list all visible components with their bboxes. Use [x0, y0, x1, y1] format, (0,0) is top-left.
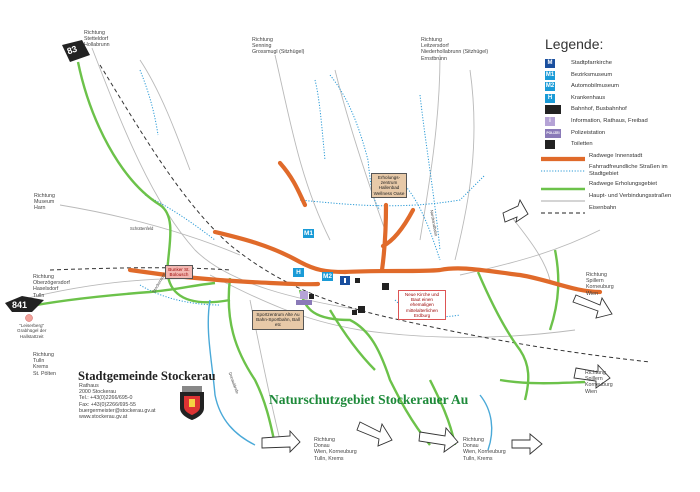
- legend-item: Toiletten: [541, 139, 691, 151]
- nature-reserve-title: Naturschutzgebiet Stockerauer Au: [269, 392, 469, 407]
- erholung-box: Erholungs- zentrum Hallenbad Wellness Oa…: [371, 173, 407, 198]
- direction-bottom-right: Richtung Donau Wien, Korneuburg Tulln, K…: [463, 437, 506, 462]
- direction-left-lower: Richtung Tulln Krems St. Pölten: [33, 352, 56, 377]
- legend-badge-icon: M1: [545, 70, 555, 80]
- legend-label: Polizeistation: [571, 129, 606, 136]
- legend-label: Radwege Innenstadt: [589, 152, 643, 159]
- info-icon: [300, 291, 308, 299]
- toilet-icon-3: [355, 278, 360, 283]
- legend-label: Fahrradfreundliche Straßen im Stadtgebie…: [589, 164, 668, 177]
- recreation-bike-paths: [19, 61, 586, 446]
- leiserberg-marker: [25, 314, 33, 322]
- route-number-west: 841: [12, 300, 28, 310]
- legend-label: Haupt- und Verbindungsstraßen: [589, 192, 672, 199]
- legend-item: M2 Automobilmuseum: [541, 81, 691, 93]
- legend-label: Bezirksmuseum: [571, 71, 613, 78]
- bunker-box: Bunker St. Bolousch: [165, 265, 193, 280]
- bike-friendly-streets: [139, 69, 486, 318]
- direction-right-upper: Richtung Spillern Korneuburg Wien: [586, 272, 614, 297]
- direction-top-center: Richtung Senning Grossmugl (Sitzhügel): [252, 37, 305, 56]
- legend-label: Automobilmuseum: [571, 83, 620, 90]
- legend-item: Eisenbahn: [541, 203, 691, 215]
- legend-item: Fahrradfreundliche Straßen im Stadtgebie…: [541, 162, 691, 179]
- direction-left-mid: Richtung Oberzögersdorf Haselsdorf Tulln: [33, 274, 70, 299]
- legend-badge-icon: M2: [545, 82, 555, 92]
- legend-label: Krankenhaus: [571, 94, 606, 101]
- town-crest-icon: [180, 386, 204, 420]
- city-name: Stadtgemeinde Stockerau: [78, 369, 216, 383]
- street-label-a: Schüttenfeld: [130, 226, 154, 231]
- legend-label: Eisenbahn: [589, 204, 617, 211]
- legend-item: H Krankenhaus: [541, 93, 691, 105]
- city-address: Rathaus 2000 Stockerau Tel.: +43(0)2266/…: [79, 383, 156, 421]
- railway: [49, 64, 651, 363]
- police-icon: POLIZEI: [545, 128, 561, 138]
- direction-arrows: [261, 198, 613, 455]
- legend-label: Bahnhof, Busbahnhof: [571, 106, 627, 113]
- church-icon: M: [545, 59, 555, 68]
- direction-right-lower: Richtung Spillern Korneuburg Wien: [585, 370, 613, 395]
- sport-box: Sportzentrum Alte Au Bahn-Sportbahn, Bal…: [252, 310, 304, 330]
- legend-item: Radwege Erholungsgebiet: [541, 179, 691, 191]
- police-icon: [296, 300, 312, 305]
- train-bus-icon: [545, 105, 561, 115]
- toilet-icon: [309, 294, 314, 299]
- hospital-h-badge: H: [293, 268, 304, 277]
- water: [207, 299, 493, 451]
- legend-item: M1 Bezirksmuseum: [541, 70, 691, 82]
- church-icon: [340, 276, 350, 285]
- direction-top-left: Richtung Stetteldorf Hollabrunn: [84, 30, 110, 49]
- legend-label: Stadtpfarrkirche: [571, 60, 612, 66]
- city-bike-paths: [127, 160, 603, 295]
- leiserberg-label: "Leiserberg" Grabhügel der Hallstattzeit: [17, 323, 47, 339]
- toilet-icon-2: [352, 310, 357, 315]
- museum-m2-badge: M2: [322, 272, 333, 281]
- direction-top-right: Richtung Leitzersdorf Niederhollabrunn (…: [421, 37, 489, 62]
- route-shield-west: [5, 296, 44, 312]
- legend-label: Radwege Erholungsgebiet: [589, 181, 658, 188]
- legend-item: Haupt- und Verbindungsstraßen: [541, 191, 691, 203]
- legend-item: Radwege Innenstadt: [541, 151, 691, 163]
- direction-bottom-left: Richtung Donau Wien, Korneuburg Tulln, K…: [314, 437, 357, 462]
- legend-item: i Information, Rathaus, Freibad: [541, 116, 691, 128]
- legend-badge-icon: H: [545, 93, 555, 103]
- legend-item: M Stadtpfarrkirche: [541, 58, 691, 70]
- museum-m1-badge: M1: [303, 229, 314, 238]
- legend-title: Legende:: [545, 36, 604, 52]
- info-icon: i: [545, 116, 555, 126]
- neue-kirche-box: Neue Kirche und Baut einen ehemaligen mi…: [398, 290, 446, 321]
- toilet-icon: [545, 140, 555, 150]
- train-icon: [382, 283, 389, 290]
- legend-item: POLIZEI Polizeistation: [541, 128, 691, 140]
- bus-icon: [358, 306, 365, 313]
- direction-left-upper: Richtung Museum Harn: [34, 193, 55, 212]
- legend-item: Bahnhof, Busbahnhof: [541, 104, 691, 116]
- legend-label: Toiletten: [571, 141, 593, 148]
- legend-symbols: [541, 156, 585, 214]
- route-shield-north: [62, 40, 90, 62]
- legend-label: Information, Rathaus, Freibad: [571, 117, 648, 124]
